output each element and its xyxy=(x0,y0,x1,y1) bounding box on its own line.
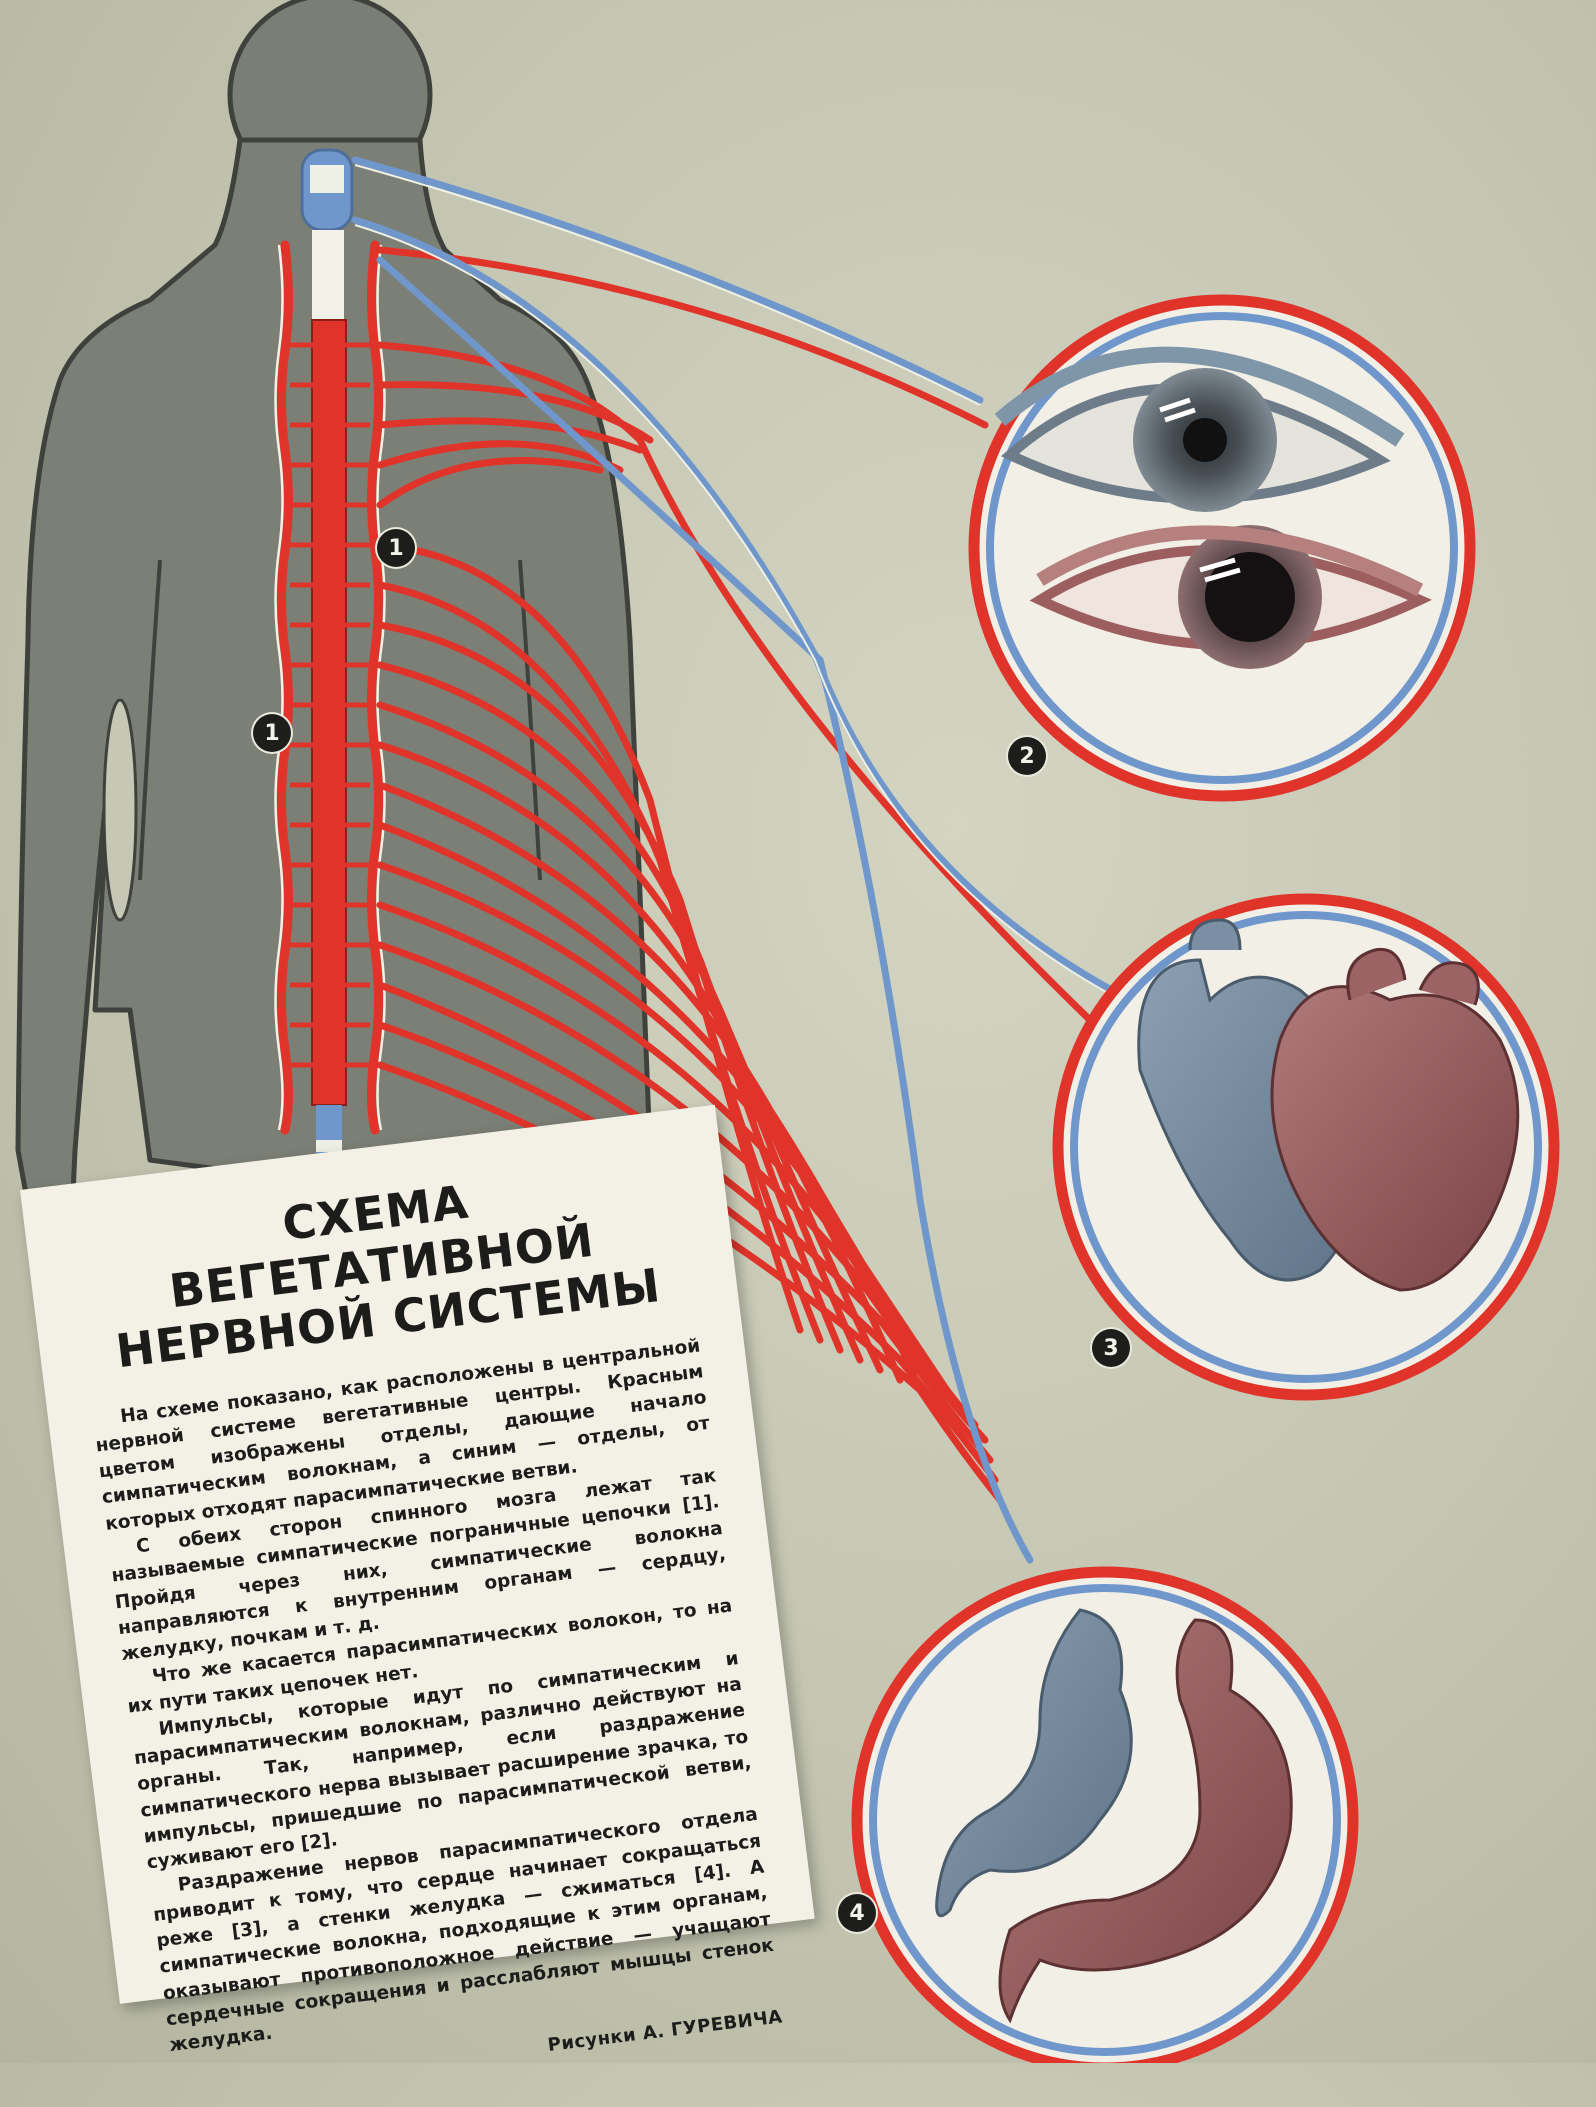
heart-circle xyxy=(1058,899,1554,1395)
eye-circle xyxy=(974,300,1470,796)
card-body: На схеме показано, как расположены в цен… xyxy=(91,1333,778,2059)
callout-3-heart: 3 xyxy=(1092,1329,1130,1367)
stomach-circle xyxy=(857,1572,1353,2063)
callout-4-stomach: 4 xyxy=(838,1894,876,1932)
description-card: СХЕМА ВЕГЕТАТИВНОЙ НЕРВНОЙ СИСТЕМЫ На сх… xyxy=(20,1105,815,2004)
callout-1-chain-right: 1 xyxy=(377,529,415,567)
callout-2-eye: 2 xyxy=(1008,737,1046,775)
callout-1-chain-left: 1 xyxy=(253,714,291,752)
